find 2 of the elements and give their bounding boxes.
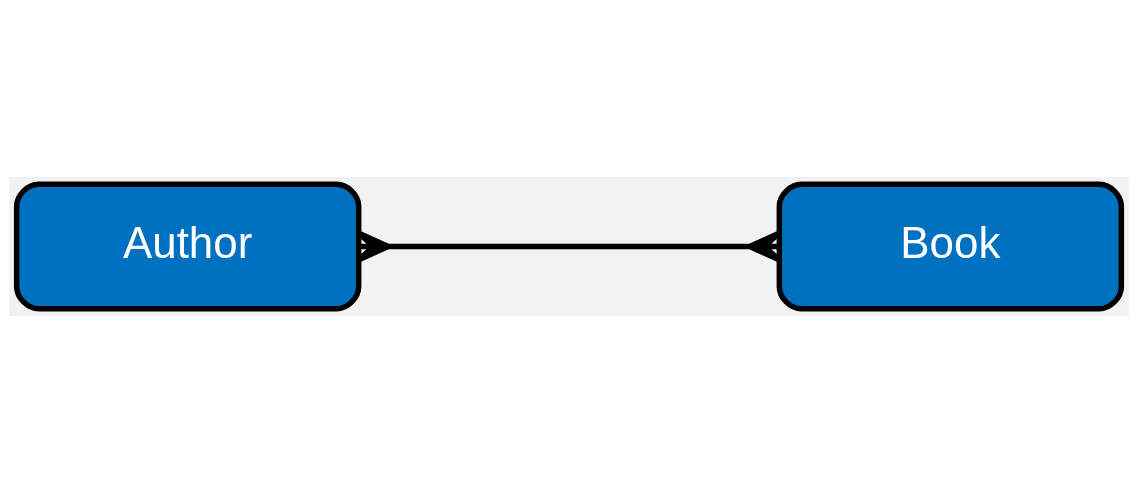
- node-box: Author: [13, 181, 362, 312]
- node-box: Book: [776, 181, 1125, 312]
